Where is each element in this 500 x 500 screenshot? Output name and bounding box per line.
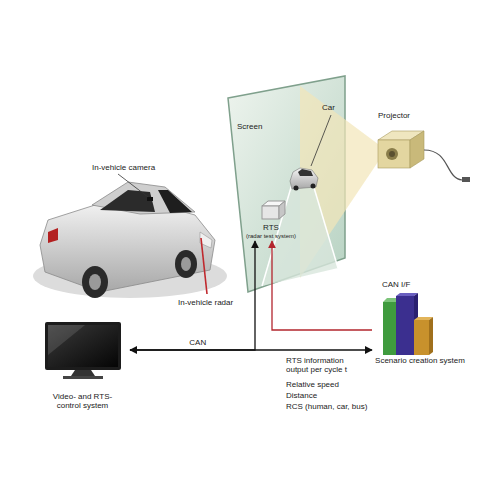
signal-connector [272,241,372,330]
radar-sensor [201,238,207,294]
cube-icon [262,206,279,219]
monitor-icon [48,325,85,355]
note-heading: RTS information output per cycle t [286,356,366,374]
vehicle [40,200,215,292]
projector [410,131,424,168]
note-item: Distance [286,391,317,400]
scenario-system: Scenario creation system [372,293,468,365]
callout-label: Car [322,103,335,112]
cube-icon [279,201,285,219]
signal-connector [130,241,255,350]
projected-car [311,184,316,189]
projector [389,151,395,157]
callout-label: In-vehicle radar [178,298,233,307]
monitor-icon [35,320,130,380]
vehicle [89,274,101,290]
projected-car [298,169,313,176]
monitor-icon [71,370,95,376]
monitor-icon [63,376,103,379]
car-leader-line [311,115,331,166]
vehicle [181,257,191,271]
callout-label: Screen [237,122,262,131]
node-label: RTS [240,223,302,232]
monitor-icon [48,325,118,367]
node-label: Video- and RTS-control system [35,392,130,410]
vehicle [33,182,227,298]
camera-leader-line [118,174,148,197]
bars-icon [396,296,414,355]
connector-label: CAN [187,338,208,347]
projected-car [294,186,299,191]
camera-leader-line [118,174,148,197]
bars-icon [383,302,396,355]
interface-label: CAN I/F [382,280,410,289]
vehicle [48,228,58,243]
note-item: RCS (human, car, bus) [286,402,367,411]
bars-icon [414,320,429,355]
note-item: Relative speed [286,380,339,389]
bars-icon [429,317,433,355]
projector [378,131,470,182]
radar-test-system: RTS(radar test system) [240,198,302,240]
callout-label: Projector [378,111,410,120]
node-label: (radar test system) [240,233,302,240]
projected-car [290,168,318,191]
monitor-icon [45,322,121,370]
cube-icon [240,198,302,222]
projector [424,150,462,180]
projector [462,177,470,182]
bars-icon [372,293,468,355]
projector [386,148,398,160]
projected-car [290,168,318,189]
control-computer: Video- and RTS-control system [35,320,130,410]
car-leader-line [311,115,331,166]
vehicle [100,190,155,212]
vehicle [92,182,195,214]
projector [378,140,410,168]
vehicle [147,197,153,201]
projected-road [312,181,338,268]
callout-label: In-vehicle camera [92,163,155,172]
vehicle [82,266,108,298]
radar-sensor [201,238,207,294]
node-label: Scenario creation system [372,356,468,365]
vehicle [158,190,192,213]
vehicle [175,250,197,278]
bars-icon [414,293,418,320]
